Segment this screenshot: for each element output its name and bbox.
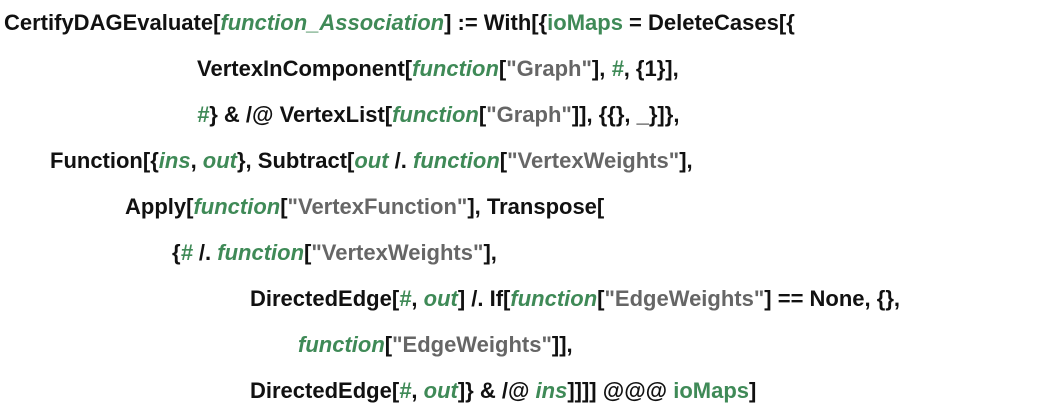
code-token: ], xyxy=(679,148,693,173)
string-literal: "VertexFunction" xyxy=(287,194,468,219)
code-token: /. xyxy=(192,240,218,265)
code-token: ]], xyxy=(551,332,573,357)
code-token: [ xyxy=(280,194,288,219)
code-token: ], Transpose[ xyxy=(467,194,605,219)
code-token: ]} & /@ xyxy=(457,378,536,403)
code-token: , {1}], xyxy=(623,56,679,81)
string-literal: "EdgeWeights" xyxy=(604,286,765,311)
variable-token: function xyxy=(298,332,385,357)
code-token: Apply[ xyxy=(125,194,194,219)
variable-token: out xyxy=(423,378,458,403)
variable-token: # xyxy=(180,240,193,265)
code-line: Function[{ins, out}, Subtract[out /. fun… xyxy=(50,146,693,176)
code-token: , xyxy=(190,148,203,173)
code-token: ]]]] @@@ xyxy=(567,378,674,403)
code-line: VertexInComponent[function["Graph"], #, … xyxy=(197,54,679,84)
variable-token: ins xyxy=(535,378,568,403)
code-token: , xyxy=(411,286,424,311)
variable-token: function xyxy=(510,286,598,311)
string-literal: "EdgeWeights" xyxy=(392,332,552,357)
variable-token: out xyxy=(423,286,458,311)
variable-token: function xyxy=(193,194,281,219)
variable-token: # xyxy=(399,286,412,311)
code-token: ] xyxy=(749,378,757,403)
code-token: ], xyxy=(483,240,497,265)
variable-token: ioMaps xyxy=(547,10,623,35)
code-token: ] == None, {}, xyxy=(764,286,901,311)
variable-token: function xyxy=(413,148,500,173)
variable-token: # xyxy=(197,102,210,127)
code-token: [ xyxy=(304,240,312,265)
code-token: Function[{ xyxy=(50,148,159,173)
code-token: ] /. If[ xyxy=(457,286,511,311)
variable-token: function xyxy=(217,240,305,265)
code-line: DirectedEdge[#, out] /. If[function["Edg… xyxy=(250,284,900,314)
variable-token: function xyxy=(392,102,479,127)
code-line: {# /. function["VertexWeights"], xyxy=(172,238,497,268)
variable-token: out xyxy=(202,148,237,173)
code-line: CertifyDAGEvaluate[function_Association]… xyxy=(4,8,795,38)
code-token: { xyxy=(172,240,181,265)
code-token: [ xyxy=(478,102,487,127)
code-token: }, Subtract[ xyxy=(237,148,355,173)
code-token: DirectedEdge[ xyxy=(250,378,400,403)
variable-token: ins xyxy=(158,148,191,173)
code-token: /. xyxy=(388,148,414,173)
code-token: [ xyxy=(597,286,605,311)
code-token: ] := With[{ xyxy=(444,10,548,35)
string-literal: "VertexWeights" xyxy=(311,240,484,265)
code-token: DirectedEdge[ xyxy=(250,286,400,311)
variable-token: ioMaps xyxy=(673,378,750,403)
code-token: [ xyxy=(384,332,393,357)
variable-token: function xyxy=(412,56,499,81)
code-token: = DeleteCases[{ xyxy=(622,10,795,35)
code-token: CertifyDAGEvaluate[ xyxy=(4,10,221,35)
string-literal: "Graph" xyxy=(486,102,572,127)
code-token: ]], {{}, _}]}, xyxy=(571,102,680,127)
code-line: #} & /@ VertexList[function["Graph"]], {… xyxy=(197,100,679,130)
variable-token: # xyxy=(399,378,412,403)
code-token: VertexInComponent[ xyxy=(197,56,413,81)
code-token: , xyxy=(411,378,424,403)
code-line: Apply[function["VertexFunction"], Transp… xyxy=(125,192,604,222)
code-token: } & /@ VertexList[ xyxy=(209,102,393,127)
code-token: [ xyxy=(498,56,507,81)
code-line: function["EdgeWeights"]], xyxy=(298,330,573,360)
string-literal: "VertexWeights" xyxy=(507,148,680,173)
variable-token: # xyxy=(611,56,624,81)
code-line: DirectedEdge[#, out]} & /@ ins]]]] @@@ i… xyxy=(250,376,756,406)
variable-token: function_Association xyxy=(220,10,445,35)
code-token: ], xyxy=(591,56,612,81)
code-token: [ xyxy=(499,148,508,173)
variable-token: out xyxy=(354,148,389,173)
string-literal: "Graph" xyxy=(506,56,592,81)
